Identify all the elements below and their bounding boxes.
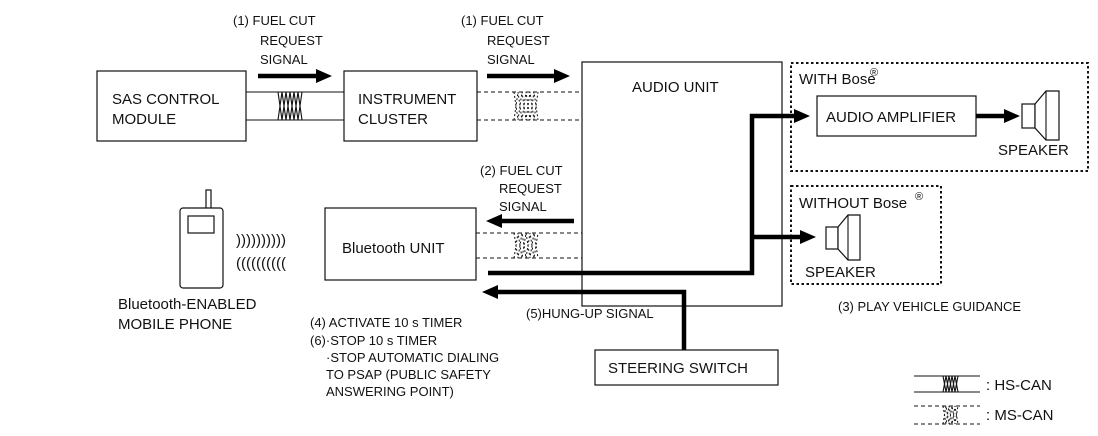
with-bose-group: WITH Bose ® AUDIO AMPLIFIER SPEAKER [790,62,1089,172]
legend-ms-can-label: : MS-CAN [986,407,1054,424]
registered-mark-icon: ® [915,191,923,203]
with-bose-label: WITH Bose [799,71,876,88]
speaker-icon [1021,90,1060,141]
play-vehicle-guidance-label: (3) PLAY VEHICLE GUIDANCE [838,299,1021,314]
instrument-cluster-label-line1: INSTRUMENT [358,91,456,108]
arrow-left-icon [486,214,502,228]
legend-hs-can: : HS-CAN [914,375,1052,394]
fuel-cut-2-line3: SIGNAL [499,199,547,214]
sas-control-module-box: SAS CONTROL MODULE [96,70,247,142]
steering-switch-box: STEERING SWITCH [594,349,779,386]
signal-waves-in-icon: (((((((((( [236,255,286,272]
arrow-right-icon [554,69,570,83]
steering-switch-label: STEERING SWITCH [608,360,748,377]
fuel-cut-1b-line1: (1) FUEL CUT [461,13,544,28]
fuel-cut-signal-2: (2) FUEL CUT REQUEST SIGNAL [480,163,574,228]
fuel-cut-signal-1b: (1) FUEL CUT REQUEST SIGNAL [461,13,570,83]
speaker-icon [825,214,861,261]
arrow-right-icon [1004,109,1020,123]
arrow-right-icon [316,69,332,83]
fuel-cut-2-line1: (2) FUEL CUT [480,163,563,178]
activate-timer-note: (4) ACTIVATE 10 s TIMER [310,315,462,330]
hung-up-signal-label: (5)HUNG-UP SIGNAL [526,306,654,321]
fuel-cut-1b-line2: REQUEST [487,33,550,48]
phone-label-line1: Bluetooth-ENABLED [118,296,257,313]
instrument-cluster-box: INSTRUMENT CLUSTER [343,70,478,142]
stop-note-line3: TO PSAP (PUBLIC SAFETY [326,367,491,382]
audio-output-path [488,109,816,276]
fuel-cut-1a-line2: REQUEST [260,33,323,48]
stop-note-line2: ·STOP AUTOMATIC DIALING [326,350,499,365]
sas-control-module-label-line2: MODULE [112,111,176,128]
without-bose-speaker-label: SPEAKER [805,264,876,281]
instrument-cluster-label-line2: CLUSTER [358,111,428,128]
bluetooth-unit-box: Bluetooth UNIT [324,207,477,281]
audio-amplifier-label: AUDIO AMPLIFIER [826,109,956,126]
arrow-right-icon [800,230,816,244]
without-bose-group: WITHOUT Bose ® SPEAKER [790,185,942,285]
stop-note-line1: (6)·STOP 10 s TIMER [310,333,437,348]
stop-note-line4: ANSWERING POINT) [326,384,454,399]
sas-control-module-label-line1: SAS CONTROL [112,91,220,108]
audio-amplifier-box [816,95,977,137]
fuel-cut-1b-line3: SIGNAL [487,52,535,67]
arrow-right-icon [794,109,810,123]
phone-label-line2: MOBILE PHONE [118,316,232,333]
ms-can-link-bt-audio [476,232,582,259]
with-bose-speaker-label: SPEAKER [998,142,1069,159]
audio-unit-box: AUDIO UNIT [581,61,783,307]
fuel-cut-2-line2: REQUEST [499,181,562,196]
audio-unit-label: AUDIO UNIT [632,79,719,96]
ms-can-link-ic-audio [477,91,582,121]
signal-waves-out-icon: )))))))))) [236,232,286,249]
bluetooth-unit-label: Bluetooth UNIT [342,240,445,257]
legend-hs-can-label: : HS-CAN [986,377,1052,394]
notes: (4) ACTIVATE 10 s TIMER (6)·STOP 10 s TI… [310,315,499,399]
mobile-phone-icon [179,189,224,289]
fuel-cut-signal-1a: (1) FUEL CUT REQUEST SIGNAL [233,13,332,83]
legend-ms-can: : MS-CAN [914,405,1054,425]
fuel-cut-1a-line3: SIGNAL [260,52,308,67]
registered-mark-icon: ® [870,67,878,79]
hs-can-link-sas-ic [246,91,344,121]
arrow-left-icon [482,285,498,299]
without-bose-label: WITHOUT Bose [799,195,907,212]
fuel-cut-1a-line1: (1) FUEL CUT [233,13,316,28]
hung-up-signal-path: (5)HUNG-UP SIGNAL [482,285,687,350]
